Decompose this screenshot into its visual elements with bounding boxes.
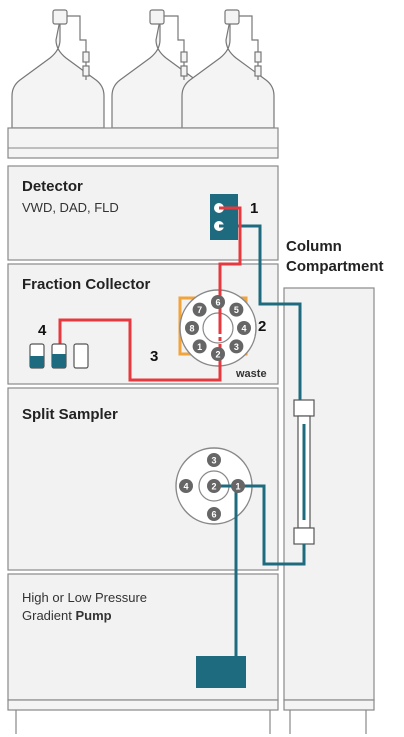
detector-flow-cell [210,194,238,240]
fc-valve-ports: 1 2 345 6 78 [185,295,251,361]
fc-port-label-6: 6 [215,298,220,308]
detector-title: Detector [22,178,83,195]
pump-title-line2: Gradient Pump [22,608,112,623]
fc-port-4 [237,321,251,335]
ss-valve-ports: 1 2 3 4 6 [179,453,245,521]
base-feet [7,699,375,734]
split-sampler-title: Split Sampler [22,406,118,423]
callout-1: 1 [250,200,259,217]
column-compartment-title-line2: Compartment [286,258,384,275]
ss-port-label-4: 4 [183,482,188,492]
ss-port-label-3: 3 [211,456,216,466]
fc-port-5 [229,302,244,317]
fc-port-7 [192,302,207,317]
fc-port-label-1: 1 [197,342,202,352]
callout-3: 3 [150,348,159,365]
ss-port-6 [207,507,221,521]
fraction-collector-title: Fraction Collector [22,276,151,293]
solvent-bottle-2 [111,9,205,129]
teal-tubing [214,224,306,660]
fc-port-label-3: 3 [234,342,239,352]
solvent-bottles [11,9,275,129]
fraction-tubes [29,343,89,369]
waste-label: waste [236,368,267,380]
fc-port-label-7: 7 [197,305,202,315]
ss-port-2 [207,479,221,493]
solvent-tray [7,127,279,159]
column-compartment-title-line1: Column [286,238,342,255]
ss-port-3 [207,453,221,467]
solvent-bottle-3 [181,9,275,129]
fc-port-label-5: 5 [234,305,239,315]
fc-port-label-8: 8 [189,324,194,334]
fc-port-label-4: 4 [241,324,246,334]
column [293,399,315,545]
callout-2: 2 [258,318,267,335]
pump-block [196,656,246,688]
fc-port-3 [229,339,244,354]
fc-port-label-2: 2 [215,350,220,360]
solvent-bottle-1 [11,9,105,129]
ss-port-label-1: 1 [235,482,240,492]
ss-port-1 [231,479,245,493]
detector-subtitle: VWD, DAD, FLD [22,200,119,215]
callout-4: 4 [38,322,47,339]
ss-port-4 [179,479,193,493]
fc-port-1 [192,339,207,354]
fc-port-8 [185,321,199,335]
fc-port-6 [211,295,225,309]
fc-port-2 [211,347,225,361]
pump-title-line1: High or Low Pressure [22,590,147,605]
ss-port-label-6: 6 [211,510,216,520]
ss-port-label-2: 2 [211,482,216,492]
